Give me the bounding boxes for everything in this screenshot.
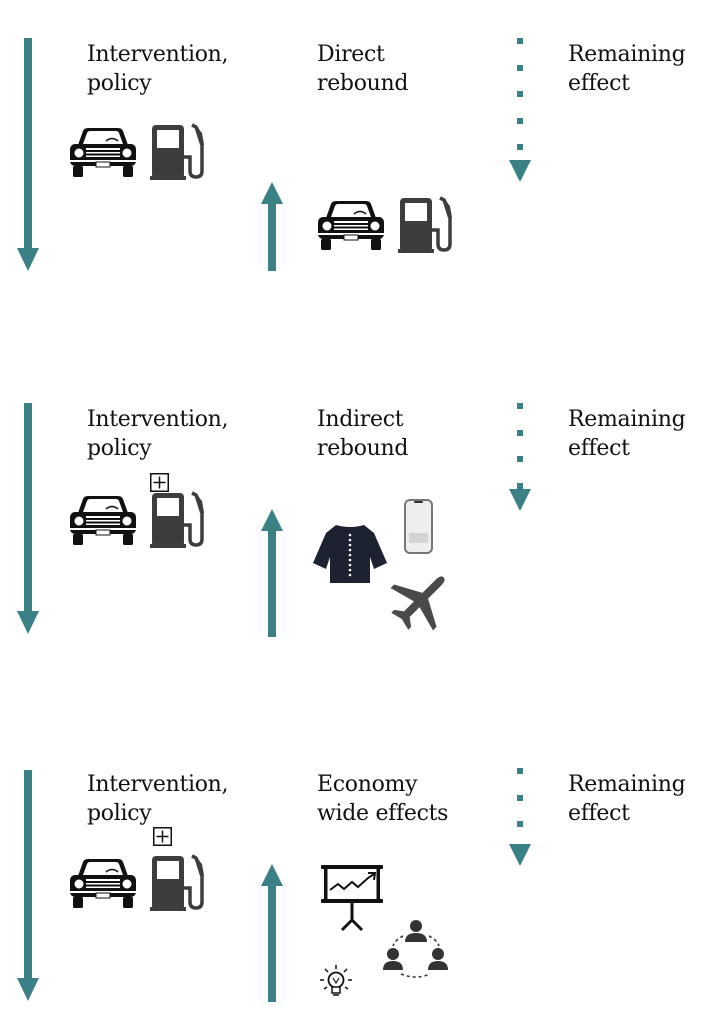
rebound-arrow-up [261, 509, 283, 637]
fuel-pump-icon [148, 852, 206, 913]
rebound-arrow-up [261, 864, 283, 1002]
intervention-label-line2: policy [87, 436, 152, 461]
plus-marker-icon [150, 473, 169, 492]
remaining-arrow-dotted-down [509, 38, 531, 182]
remaining-arrow-dotted-down [509, 403, 531, 511]
remaining-label-line2: effect [568, 801, 630, 826]
rebound-label-line1: Economy [317, 772, 418, 797]
rebound-label-line2: rebound [317, 436, 409, 461]
plus-marker-icon [153, 827, 172, 846]
rebound-label-line2: rebound [317, 71, 409, 96]
fuel-pump-icon [148, 121, 206, 182]
car-icon [317, 200, 385, 251]
remaining-arrow-dotted-down [509, 768, 531, 866]
presentation-chart-icon [321, 865, 383, 932]
smartphone-icon [404, 499, 433, 554]
remaining-label: Remaining effect [568, 770, 686, 828]
car-icon [69, 127, 137, 178]
airplane-icon [390, 576, 445, 631]
team-network-icon [383, 920, 448, 978]
panel-indirect-rebound: Intervention, policy Indirect rebound [0, 403, 724, 663]
remaining-label-line2: effect [568, 71, 630, 96]
remaining-label-line1: Remaining [568, 772, 686, 797]
intervention-arrow-down [17, 38, 39, 271]
remaining-label: Remaining effect [568, 405, 686, 463]
remaining-label-line1: Remaining [568, 407, 686, 432]
rebound-label-line2: wide effects [317, 801, 449, 826]
intervention-label: Intervention, policy [87, 40, 229, 98]
fuel-pump-icon [396, 194, 454, 255]
panel-economy-wide-effects: Intervention, policy Economy wide effect… [0, 768, 724, 1028]
intervention-label-line2: policy [87, 801, 152, 826]
intervention-label: Intervention, policy [87, 770, 229, 828]
intervention-label-line2: policy [87, 71, 152, 96]
rebound-label: Indirect rebound [317, 405, 408, 463]
remaining-label-line1: Remaining [568, 42, 686, 67]
intervention-label-line1: Intervention, [87, 407, 229, 432]
intervention-label-line1: Intervention, [87, 42, 229, 67]
rebound-label-line1: Direct [317, 42, 385, 67]
remaining-label-line2: effect [568, 436, 630, 461]
remaining-label: Remaining effect [568, 40, 686, 98]
intervention-arrow-down [17, 770, 39, 1001]
lightbulb-icon [320, 965, 352, 996]
rebound-label-line1: Indirect [317, 407, 404, 432]
car-icon [69, 495, 137, 546]
intervention-arrow-down [17, 403, 39, 634]
shirt-icon [313, 525, 387, 583]
intervention-label: Intervention, policy [87, 405, 229, 463]
intervention-label-line1: Intervention, [87, 772, 229, 797]
rebound-label: Economy wide effects [317, 770, 448, 828]
panel-direct-rebound: Intervention, policy Direct rebound Rema… [0, 38, 724, 298]
fuel-pump-icon [148, 489, 206, 550]
rebound-label: Direct rebound [317, 40, 408, 98]
rebound-arrow-up [261, 182, 283, 271]
car-icon [69, 858, 137, 909]
